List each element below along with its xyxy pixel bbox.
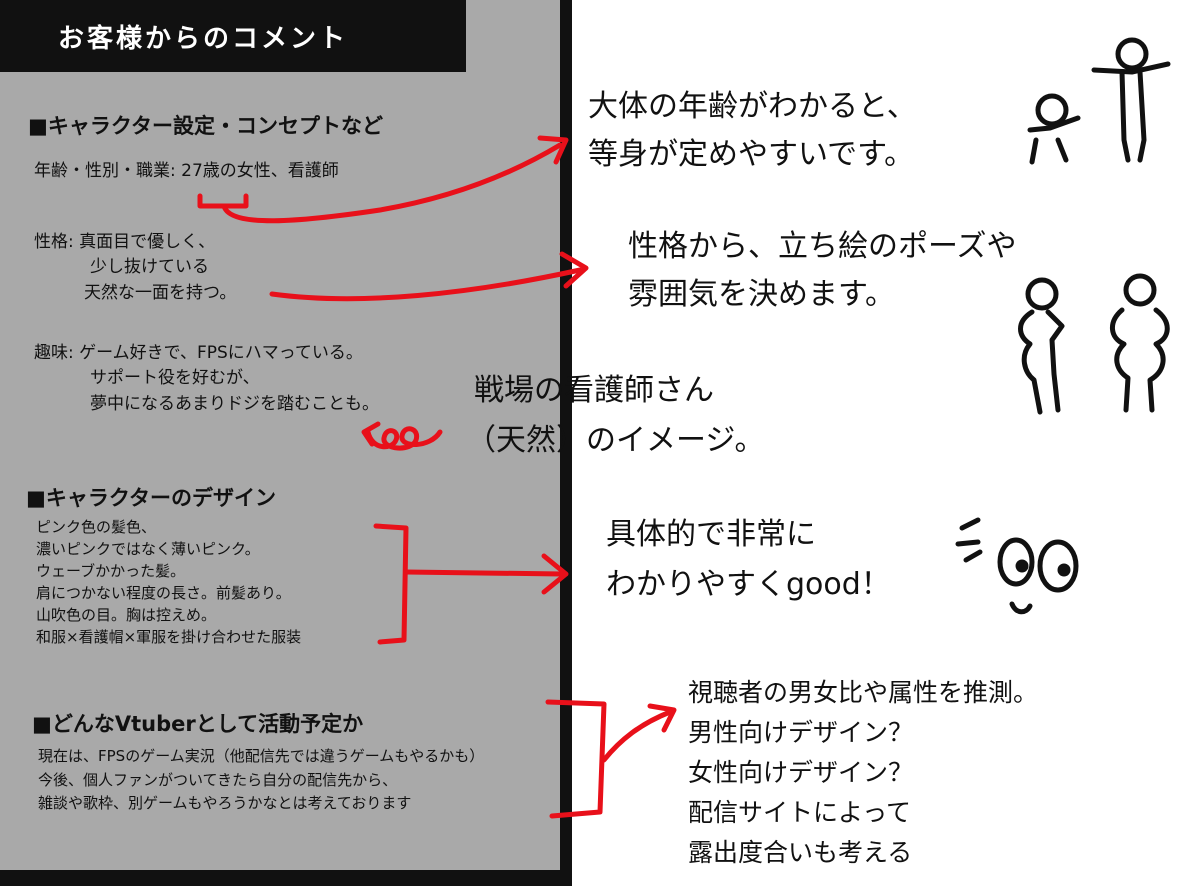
vtuber-bracket [545, 699, 607, 819]
note-design-line-2: わかりやすくgood！ [606, 567, 891, 602]
note-personality-line-2: 雰囲気を決めます。 [628, 277, 895, 312]
note-image-line-2: （天然）のイメージ。 [466, 423, 765, 458]
concept-heading: ■キャラクター設定・コンセプトなど [28, 114, 383, 138]
vtuber-line-3: 雑談や歌枠、別ゲームもやろうかなとは考えております [38, 794, 412, 812]
note-image-line-1: 戦場の看護師さん [474, 373, 714, 408]
design-line-6: 和服×看護帽×軍服を掛け合わせた服装 [36, 628, 302, 646]
hobby-line-3: 夢中になるあまりドジを踏むことも。 [90, 394, 379, 414]
vtuber-arrow-line [601, 709, 673, 763]
note-viewers-line-4: 配信サイトによって [688, 798, 912, 827]
age-arrow-line [221, 142, 563, 224]
stick-figure-tall-icon [1091, 37, 1171, 163]
age-value: 27歳の女性、看護師 [181, 161, 339, 181]
panel-bottom-border [0, 870, 572, 886]
personality-arrow-line [269, 267, 583, 302]
note-viewers-line-5: 露出度合いも考える [688, 838, 913, 867]
personality-arrow-head [559, 251, 589, 289]
vtuber-line-1: 現在は、FPSのゲーム実況（他配信先では違うゲームもやるかも） [38, 747, 485, 765]
personality-line-3: 天然な一面を持つ。 [84, 283, 237, 303]
vtuber-arrow-head [647, 703, 677, 733]
design-line-3: ウェーブかかった髪。 [36, 562, 186, 580]
design-bracket [373, 523, 409, 645]
surprised-face-icon [955, 517, 1079, 615]
personality-line-2: 少し抜けている [90, 257, 209, 277]
note-design-line-1: 具体的で非常に [606, 517, 816, 552]
design-arrow-head [541, 553, 569, 595]
vtuber-line-2: 今後、個人ファンがついてきたら自分の配信先から、 [38, 771, 398, 789]
stick-figure-pose-1-icon [1018, 277, 1065, 415]
note-viewers-line-3: 女性向けデザイン？ [688, 758, 914, 787]
squiggle-head [361, 421, 381, 447]
design-line-4: 肩につかない程度の長さ。前髪あり。 [36, 584, 291, 602]
note-age-line-2: 等身が定めやすいです。 [588, 137, 915, 172]
design-line-1: ピンク色の髪色、 [36, 518, 157, 536]
panel-title: お客様からのコメント [58, 23, 349, 54]
comment-panel [0, 0, 560, 886]
vtuber-heading: ■どんなVtuberとして活動予定か [32, 712, 364, 736]
design-line-2: 濃いピンクではなく薄いピンク。 [36, 540, 260, 558]
panel-border [560, 0, 572, 886]
design-line-5: 山吹色の目。胸は控えめ。 [36, 606, 217, 624]
age-label: 年齢・性別・職業: [34, 161, 182, 181]
age-line: 年齢・性別・職業: 27歳の女性、看護師 [34, 160, 339, 182]
note-viewers-line-2: 男性向けデザイン？ [688, 718, 914, 747]
note-age-line-1: 大体の年齢がわかると、 [588, 89, 917, 124]
note-viewers-line-1: 視聴者の男女比や属性を推測。 [688, 678, 1039, 707]
hobby-line-2: サポート役を好むが、 [90, 368, 260, 388]
age-arrow-head [537, 135, 569, 165]
squiggle-mark [365, 426, 443, 451]
design-heading: ■キャラクターのデザイン [26, 486, 277, 510]
panel-title-bar: お客様からのコメント [0, 0, 466, 72]
note-personality-line-1: 性格から、立ち絵のポーズや [628, 229, 1017, 264]
design-arrow-line [403, 569, 565, 577]
stick-figure-child-icon [1027, 93, 1081, 165]
personality-line-1: 性格: 真面目で優しく、 [34, 232, 216, 252]
hobby-line-1: 趣味: ゲーム好きで、FPSにハマっている。 [34, 343, 363, 363]
stick-figure-pose-2-icon [1110, 273, 1170, 413]
